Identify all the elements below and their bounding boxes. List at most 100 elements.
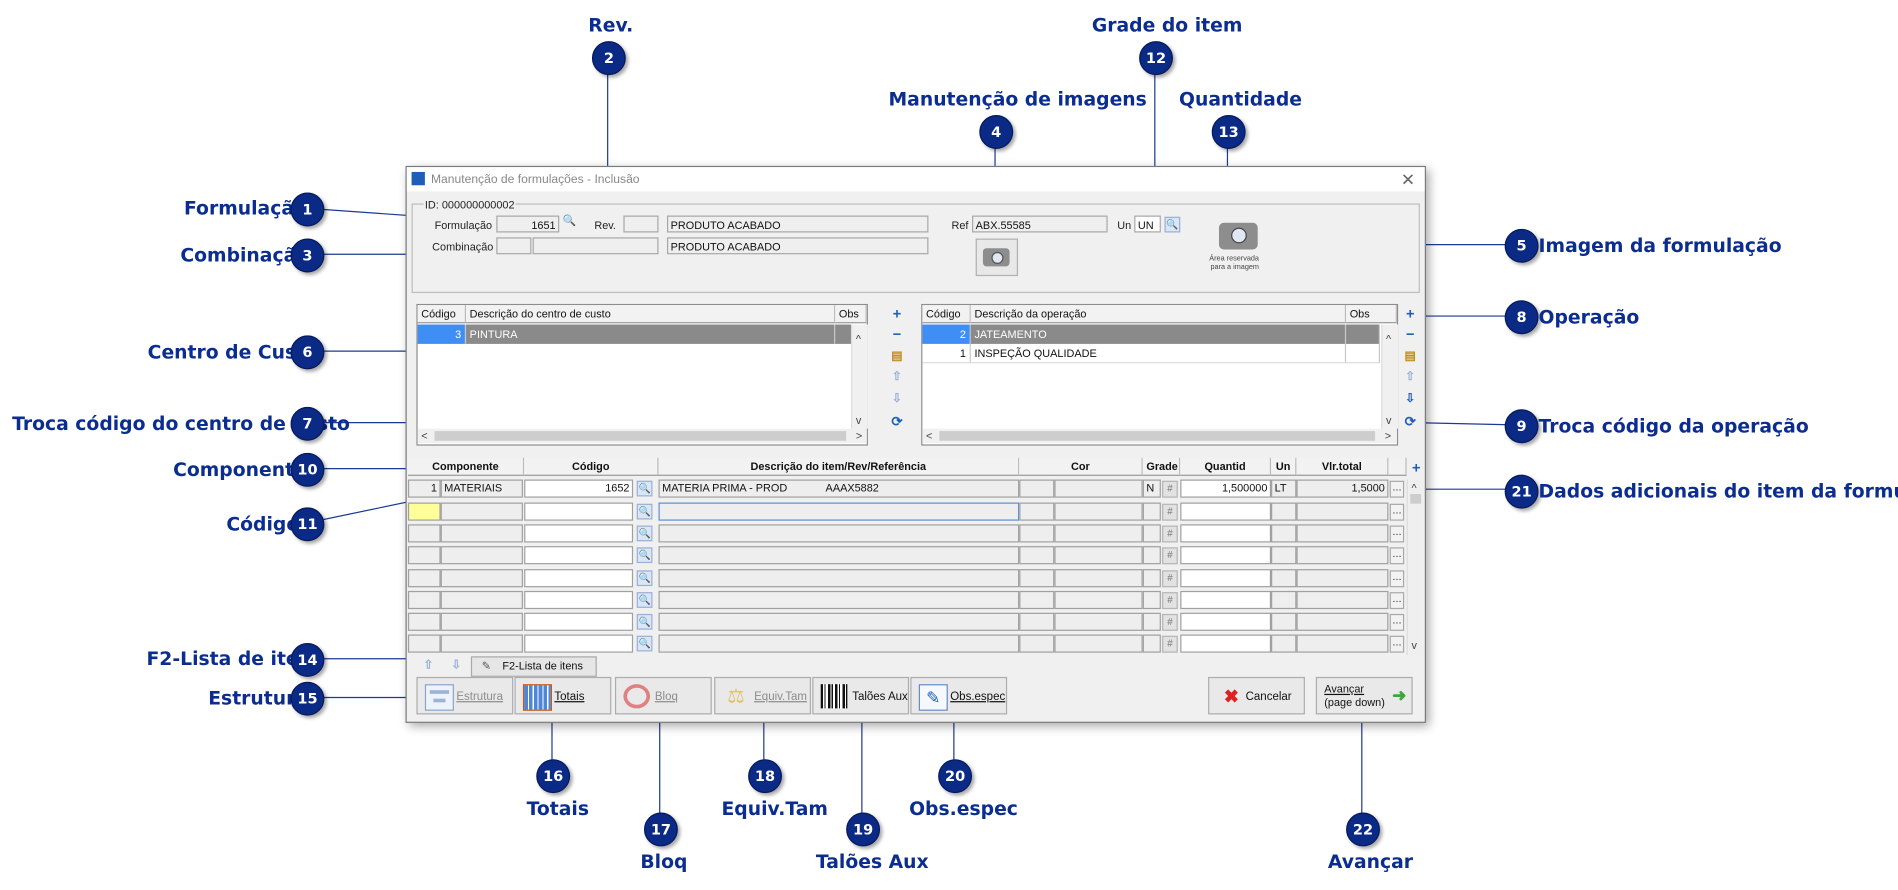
close-icon[interactable]: ✕	[1400, 169, 1416, 189]
cost-center-grid[interactable]: Código Descrição do centro de custo Obs …	[416, 303, 868, 446]
item-lookup-icon[interactable]: 🔍	[636, 503, 653, 520]
table-cell[interactable]	[658, 612, 1020, 631]
table-cell[interactable]	[440, 502, 523, 521]
add-item-plus-icon[interactable]: +	[1412, 458, 1421, 476]
item-lookup-icon[interactable]: 🔍	[636, 480, 653, 497]
color-code[interactable]	[1019, 479, 1055, 498]
grid-hash-icon[interactable]: #	[1162, 547, 1178, 565]
table-row[interactable]: 🔍#…	[407, 546, 1425, 569]
column-header-quantid[interactable]: Quantid	[1180, 457, 1272, 476]
item-lookup-icon[interactable]: 🔍	[636, 613, 653, 630]
estrutura-button[interactable]: Estrutura	[416, 676, 514, 715]
table-cell[interactable]	[1142, 612, 1161, 631]
table-cell[interactable]	[1271, 612, 1297, 631]
table-row[interactable]: 🔍 # …	[407, 612, 1425, 635]
image-maintenance-button[interactable]	[975, 238, 1019, 277]
table-row[interactable]: 🔍 # …	[407, 634, 1425, 657]
table-cell[interactable]	[407, 612, 441, 631]
column-header-codigo[interactable]: Código	[922, 305, 971, 324]
cost-center-code[interactable]: 3	[417, 324, 467, 344]
column-header-vlr-total[interactable]: Vlr.total	[1296, 457, 1389, 476]
totais-button[interactable]: Totais	[514, 676, 612, 715]
avancar-button[interactable]: Avançar (page down) ➜	[1315, 676, 1413, 715]
table-cell[interactable]	[1180, 634, 1272, 653]
table-row[interactable]: 🔍#…	[407, 502, 1425, 525]
item-code[interactable]: 1652	[524, 479, 634, 498]
move-down-icon[interactable]: ⇩	[891, 392, 903, 406]
table-cell[interactable]	[440, 634, 523, 653]
grid-hash-icon[interactable]: #	[1162, 613, 1178, 631]
table-cell[interactable]	[1054, 612, 1143, 631]
unit-field[interactable]: LT	[1271, 479, 1297, 498]
table-cell[interactable]	[658, 590, 1020, 609]
f2-item-list-button[interactable]: ✎ F2-Lista de itens	[470, 656, 597, 677]
item-description[interactable]: MATERIA PRIMA - PROD AAAX5882	[658, 479, 1020, 498]
item-lookup-icon[interactable]: 🔍	[636, 525, 653, 542]
table-row[interactable]: 🔍#…	[407, 524, 1425, 547]
grid-hash-icon[interactable]: #	[1162, 635, 1178, 653]
operation-obs[interactable]	[1346, 343, 1380, 364]
item-lookup-icon[interactable]: 🔍	[636, 635, 653, 652]
additional-data-button[interactable]: …	[1389, 525, 1405, 543]
vertical-scrollbar[interactable]: ^ v	[850, 324, 868, 429]
formulation-image-area[interactable]: Área reservada para a imagem	[1208, 218, 1269, 279]
table-cell[interactable]	[407, 568, 441, 587]
table-cell[interactable]	[1296, 590, 1389, 609]
move-up-icon[interactable]: ⇧	[1405, 370, 1416, 384]
combinacao-field[interactable]	[532, 237, 659, 255]
operation-obs[interactable]	[1346, 324, 1380, 344]
horizontal-scrollbar[interactable]: < >	[922, 428, 1397, 444]
table-cell[interactable]	[1271, 590, 1297, 609]
items-grid[interactable]: Componente Código Descrição do item/Rev/…	[407, 457, 1425, 658]
table-cell[interactable]	[1296, 502, 1389, 521]
cost-center-description[interactable]: PINTURA	[466, 324, 836, 344]
additional-data-button[interactable]: …	[1389, 547, 1405, 565]
grid-hash-icon[interactable]: #	[1162, 591, 1178, 609]
horizontal-scrollbar[interactable]: < >	[417, 428, 867, 444]
operation-code[interactable]: 1	[922, 343, 971, 364]
table-cell[interactable]	[1271, 568, 1297, 587]
table-cell[interactable]	[1019, 612, 1055, 631]
additional-data-button[interactable]: …	[1389, 635, 1405, 653]
un-magnifier-icon[interactable]: 🔍	[1164, 216, 1181, 233]
bloq-button[interactable]: Bloq	[614, 676, 712, 715]
move-up-icon[interactable]: ⇧	[423, 658, 434, 673]
remove-cost-center-minus-icon[interactable]: −	[892, 325, 902, 343]
taloes-aux-button[interactable]: Talões Aux	[812, 676, 910, 715]
table-cell[interactable]	[407, 546, 441, 565]
obs-espec-button[interactable]: ✎ Obs.espec	[910, 676, 1008, 715]
table-cell[interactable]	[1180, 612, 1272, 631]
remove-operation-minus-icon[interactable]: −	[1405, 325, 1415, 343]
additional-data-button[interactable]: …	[1389, 591, 1405, 609]
table-cell[interactable]	[1296, 546, 1389, 565]
table-cell[interactable]	[524, 634, 634, 653]
operations-grid[interactable]: Código Descrição da operação Obs 2 JATEA…	[921, 303, 1399, 446]
item-lookup-icon[interactable]: 🔍	[636, 591, 653, 608]
additional-data-button[interactable]: …	[1389, 613, 1405, 631]
table-cell[interactable]	[1180, 546, 1272, 565]
grid-hash-icon[interactable]: #	[1162, 480, 1178, 498]
additional-data-button[interactable]: …	[1389, 503, 1405, 521]
move-down-icon[interactable]: ⇩	[451, 658, 462, 673]
table-cell[interactable]	[1296, 634, 1389, 653]
table-row[interactable]: 1 MATERIAIS 1652 🔍 MATERIA PRIMA - PROD …	[407, 479, 1425, 502]
cancelar-button[interactable]: ✖ Cancelar	[1208, 676, 1305, 715]
table-cell[interactable]	[407, 524, 441, 543]
table-cell[interactable]	[1142, 634, 1161, 653]
move-up-icon[interactable]: ⇧	[891, 370, 903, 384]
table-cell[interactable]	[1142, 524, 1161, 543]
operation-description[interactable]: INSPEÇÃO QUALIDADE	[970, 343, 1347, 364]
table-cell[interactable]	[524, 590, 634, 609]
column-header-codigo[interactable]: Código	[417, 305, 467, 324]
operation-description[interactable]: JATEAMENTO	[970, 324, 1347, 344]
column-header-obs[interactable]: Obs	[1346, 305, 1397, 324]
color-name[interactable]	[1054, 479, 1143, 498]
table-cell[interactable]	[658, 634, 1020, 653]
vertical-scrollbar[interactable]: ^ v	[1381, 324, 1399, 429]
table-cell[interactable]	[524, 568, 634, 587]
table-cell[interactable]	[1054, 634, 1143, 653]
rev-field[interactable]	[623, 215, 659, 233]
table-cell[interactable]	[1180, 502, 1272, 521]
table-cell[interactable]	[524, 502, 634, 521]
ref-field[interactable]: ABX.55585	[972, 215, 1108, 233]
